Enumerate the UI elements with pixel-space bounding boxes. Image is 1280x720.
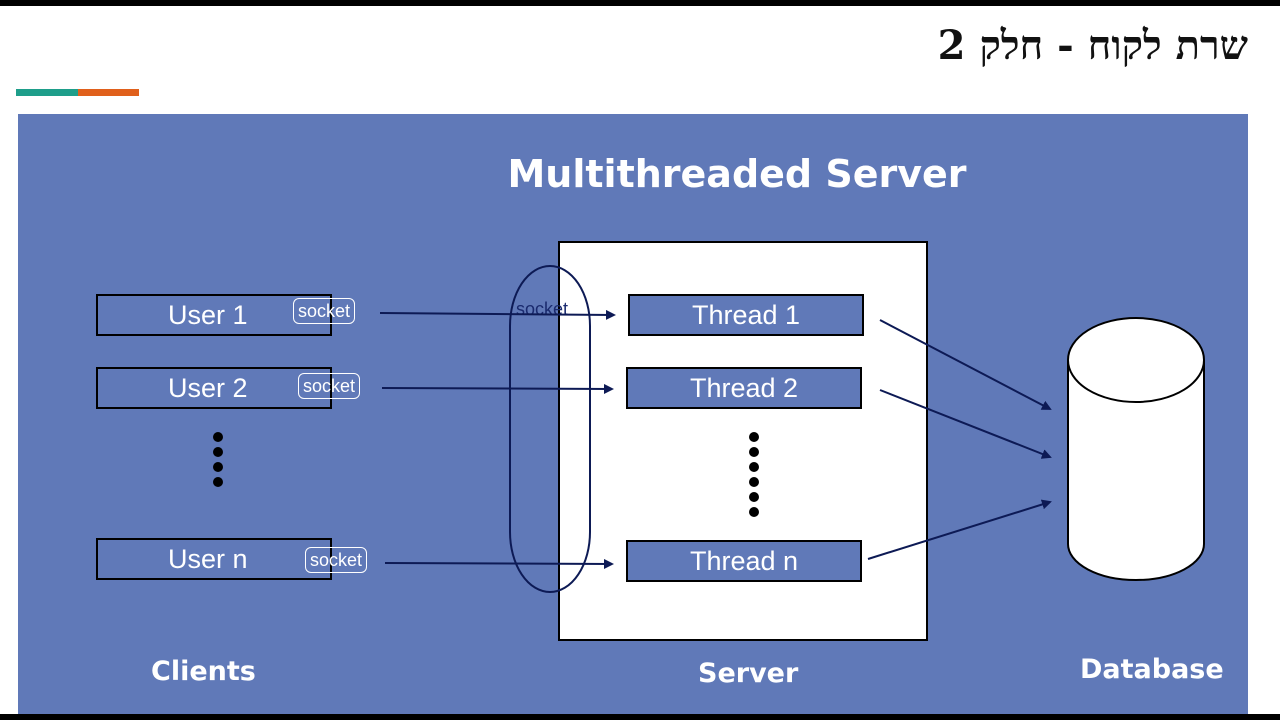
- db-arrow-2: [879, 389, 1052, 459]
- top-border: [0, 0, 1280, 6]
- user-label-1: User 1: [168, 299, 248, 330]
- accent-bar-orange: [78, 89, 139, 96]
- connection-arrow-n: [384, 558, 614, 569]
- database-cylinder: [1067, 317, 1205, 581]
- db-arrow-1: [879, 319, 1052, 410]
- diagram-graphics: [379, 265, 1205, 593]
- server-socket-oval: [509, 265, 591, 593]
- thread-box-1: Thread 1: [628, 294, 864, 336]
- client-socket-2: socket: [298, 373, 361, 399]
- db-arrow-n: [867, 499, 1052, 560]
- user-box-2: User 2: [96, 367, 332, 409]
- database-label: Database: [1080, 654, 1224, 685]
- thread-label-1: Thread 1: [691, 299, 801, 330]
- accent-bar-teal: [16, 89, 78, 96]
- server-label: Server: [698, 658, 799, 689]
- user-label-2: User 2: [168, 372, 248, 403]
- user-box-1: User 1: [96, 294, 332, 336]
- bottom-border: [0, 714, 1280, 720]
- user-label-n: User n: [168, 543, 248, 574]
- diagram-panel: Multithreaded Server User 1 User 2 User …: [18, 114, 1248, 714]
- diagram-title: Multithreaded Server: [507, 152, 967, 196]
- client-socket-1: socket: [293, 298, 356, 324]
- thread-label-2: Thread 2: [689, 372, 799, 403]
- thread-box-n: Thread n: [626, 540, 862, 582]
- thread-label-n: Thread n: [689, 545, 799, 576]
- user-box-n: User n: [96, 538, 332, 580]
- thread-box-2: Thread 2: [626, 367, 862, 409]
- connection-arrow-1: [379, 309, 616, 320]
- slide-title: שרת לקוח - חלק 2: [937, 22, 1248, 69]
- connection-arrow-2: [381, 383, 614, 394]
- client-socket-n: socket: [305, 547, 368, 573]
- threads-ellipsis: [749, 432, 761, 522]
- clients-label: Clients: [151, 656, 256, 687]
- clients-ellipsis: [213, 432, 225, 492]
